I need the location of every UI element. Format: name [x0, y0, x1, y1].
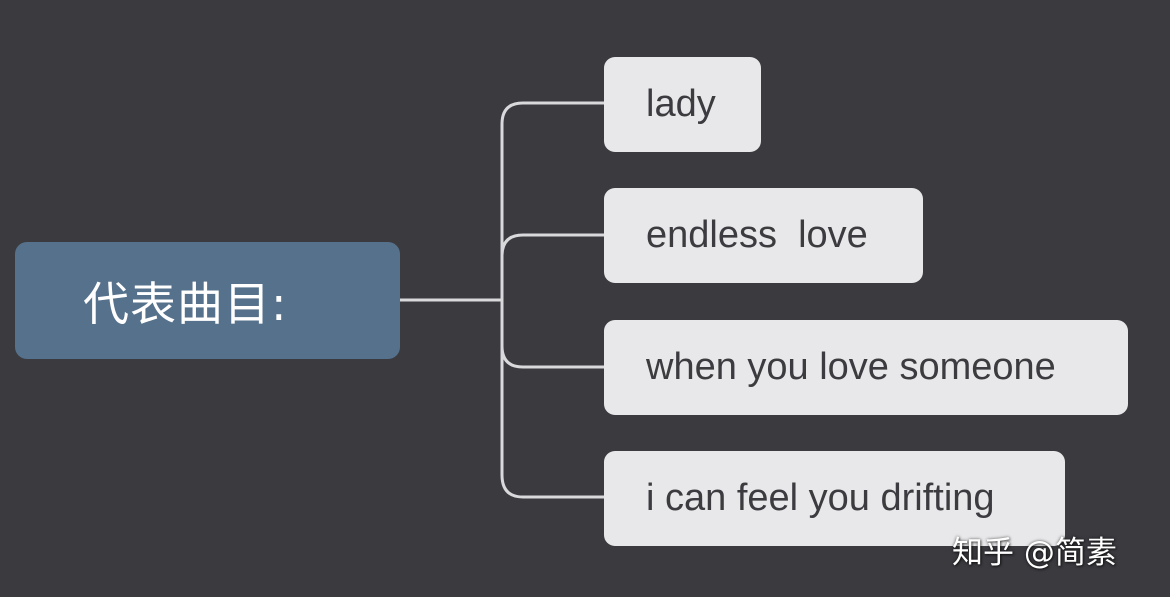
- branch-connector-lady: [500, 101, 604, 125]
- child-node-label: i can feel you drifting: [646, 477, 995, 519]
- watermark: 知乎 @简素: [952, 535, 1117, 571]
- child-node-label: endless love: [646, 214, 868, 256]
- child-node-label: when you love someone: [646, 346, 1056, 388]
- child-node-endless-love[interactable]: endless love: [604, 188, 923, 283]
- branch-connector-endless-love: [500, 233, 604, 257]
- branch-connector-when-you-love-someone: [500, 345, 604, 369]
- child-node-when-you-love-someone[interactable]: when you love someone: [604, 320, 1128, 415]
- child-node-label: lady: [646, 83, 716, 125]
- child-node-i-can-feel-you-drifting[interactable]: i can feel you drifting: [604, 451, 1065, 546]
- child-node-lady[interactable]: lady: [604, 57, 761, 152]
- branch-connector-i-can-feel-you-drifting: [500, 474, 604, 499]
- root-node-label: 代表曲目:: [83, 276, 288, 331]
- root-node[interactable]: 代表曲目:: [15, 242, 400, 359]
